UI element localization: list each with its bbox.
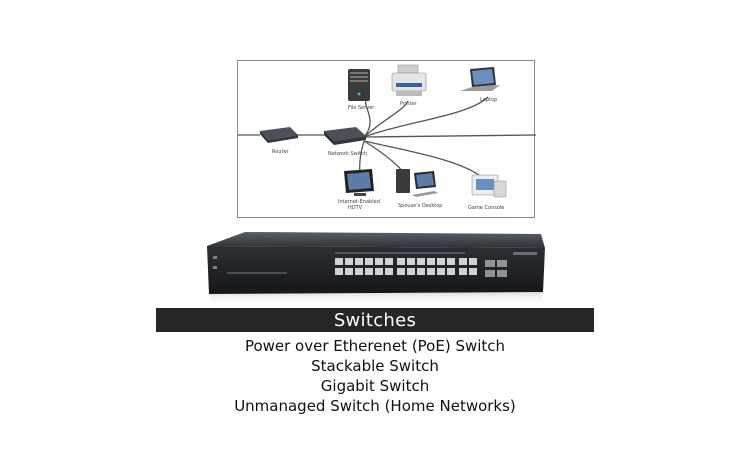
hdtv-icon: [344, 169, 374, 196]
device-label-hdtv-line2: HDTV: [348, 205, 363, 211]
switch-type-poe: Power over Etherenet (PoE) Switch: [244, 337, 506, 355]
printer-icon: [391, 64, 427, 96]
device-label-printer: Printer: [400, 101, 418, 107]
device-label-desktop: Spouse's Desktop: [398, 203, 442, 209]
game-console-icon: [471, 174, 507, 198]
device-label-file-server: File Server: [348, 105, 375, 111]
switch-types-list: Power over Etherenet (PoE) Switch Stacka…: [156, 336, 594, 416]
desktop-icon: [396, 169, 438, 197]
device-label-laptop: Laptop: [480, 97, 497, 103]
switch-type-stackable: Stackable Switch: [311, 357, 439, 375]
device-label-network-switch: Network Switch: [328, 151, 367, 157]
switches-banner: Switches: [156, 308, 594, 332]
device-label-game-console: Game Console: [468, 205, 504, 211]
network-switch-icon: [324, 127, 366, 145]
device-label-router: Router: [272, 149, 290, 155]
rack-switch-icon: [205, 228, 555, 310]
switch-type-gigabit: Gigabit Switch: [320, 377, 430, 395]
router-icon: [260, 127, 298, 143]
banner-title: Switches: [333, 309, 417, 331]
file-server-icon: [348, 69, 370, 101]
network-diagram-svg: File Server Printer Laptop Router: [238, 64, 536, 211]
laptop-icon: [460, 67, 500, 91]
network-diagram: File Server Printer Laptop Router: [237, 60, 536, 218]
switch-type-unmanaged: Unmanaged Switch (Home Networks): [234, 397, 516, 415]
device-label-hdtv-line1: Internet-Enabled: [338, 199, 380, 205]
